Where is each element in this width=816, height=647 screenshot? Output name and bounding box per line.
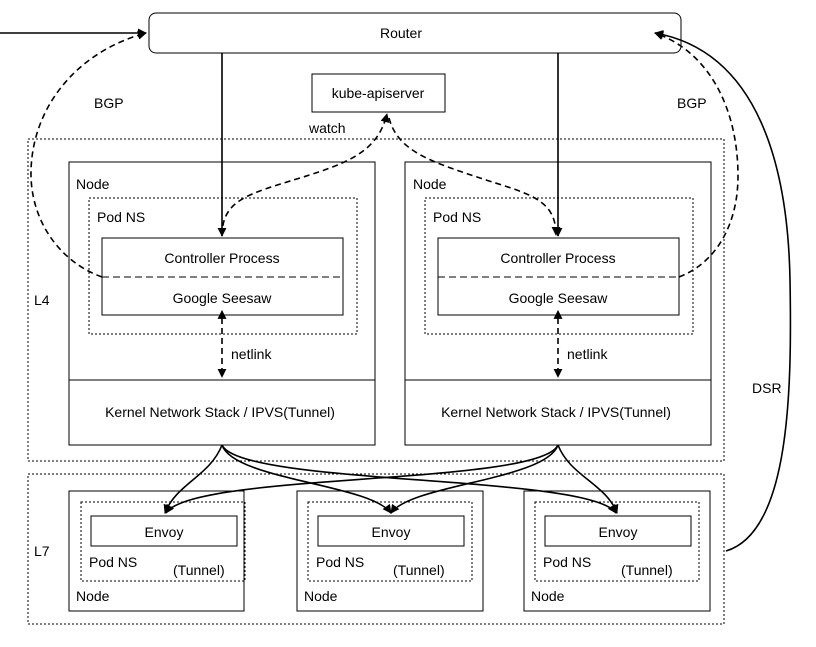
envoy-box bbox=[90, 515, 238, 547]
watch-right-arrow bbox=[388, 117, 561, 236]
node-label: Node bbox=[304, 588, 338, 604]
controller-process-label: Controller Process bbox=[500, 250, 615, 266]
l7-label: L7 bbox=[34, 543, 50, 559]
node-label: Node bbox=[531, 588, 565, 604]
controller-process-label: Controller Process bbox=[164, 250, 279, 266]
pod-ns-box bbox=[80, 501, 246, 582]
envoy-label: Envoy bbox=[145, 524, 184, 540]
envoy-box bbox=[317, 515, 465, 547]
node-label: Node bbox=[413, 176, 447, 192]
bgp-right-arrow bbox=[654, 31, 739, 278]
envoy-label: Envoy bbox=[599, 524, 638, 540]
node-label: Node bbox=[76, 588, 110, 604]
kernel-stack-label: Kernel Network Stack / IPVS(Tunnel) bbox=[105, 404, 335, 420]
pod-ns-label: Pod NS bbox=[316, 554, 364, 570]
watch-left-arrow bbox=[221, 113, 390, 237]
pod-ns-label: Pod NS bbox=[97, 209, 145, 225]
tunnel-label: (Tunnel) bbox=[621, 562, 673, 578]
watch-label: watch bbox=[308, 120, 346, 136]
netlink-label: netlink bbox=[231, 346, 272, 362]
tunnel-arrow bbox=[221, 444, 392, 514]
bgp-left-label: BGP bbox=[94, 95, 124, 111]
l7-region bbox=[27, 473, 725, 625]
bgp-left-arrow bbox=[30, 30, 147, 278]
pod-ns-box bbox=[307, 501, 473, 582]
envoy-label: Envoy bbox=[372, 524, 411, 540]
tunnel-arrow bbox=[221, 444, 617, 514]
l7-node-1 bbox=[68, 490, 245, 612]
tunnel-arrow bbox=[165, 444, 559, 514]
l4-label: L4 bbox=[34, 292, 50, 308]
pod-ns-label: Pod NS bbox=[433, 209, 481, 225]
netlink-label: netlink bbox=[567, 346, 608, 362]
router-box bbox=[148, 12, 682, 54]
tunnel-arrow bbox=[390, 444, 559, 514]
tunnel-label: (Tunnel) bbox=[393, 562, 445, 578]
envoy-box bbox=[544, 515, 692, 547]
node-label: Node bbox=[76, 176, 110, 192]
tunnel-arrow bbox=[557, 444, 619, 514]
pod-ns-label: Pod NS bbox=[543, 554, 591, 570]
bgp-right-label: BGP bbox=[677, 95, 707, 111]
dsr-arrow bbox=[654, 30, 792, 552]
kernel-stack-label: Kernel Network Stack / IPVS(Tunnel) bbox=[441, 404, 671, 420]
google-seesaw-label: Google Seesaw bbox=[509, 290, 609, 306]
dsr-label: DSR bbox=[752, 380, 782, 396]
router-label: Router bbox=[380, 25, 422, 41]
tunnel-label: (Tunnel) bbox=[173, 562, 225, 578]
pod-ns-label: Pod NS bbox=[89, 554, 137, 570]
kube-apiserver-box bbox=[311, 73, 446, 113]
pod-ns-box bbox=[534, 501, 700, 582]
google-seesaw-label: Google Seesaw bbox=[173, 290, 273, 306]
kube-apiserver-label: kube-apiserver bbox=[332, 85, 425, 101]
